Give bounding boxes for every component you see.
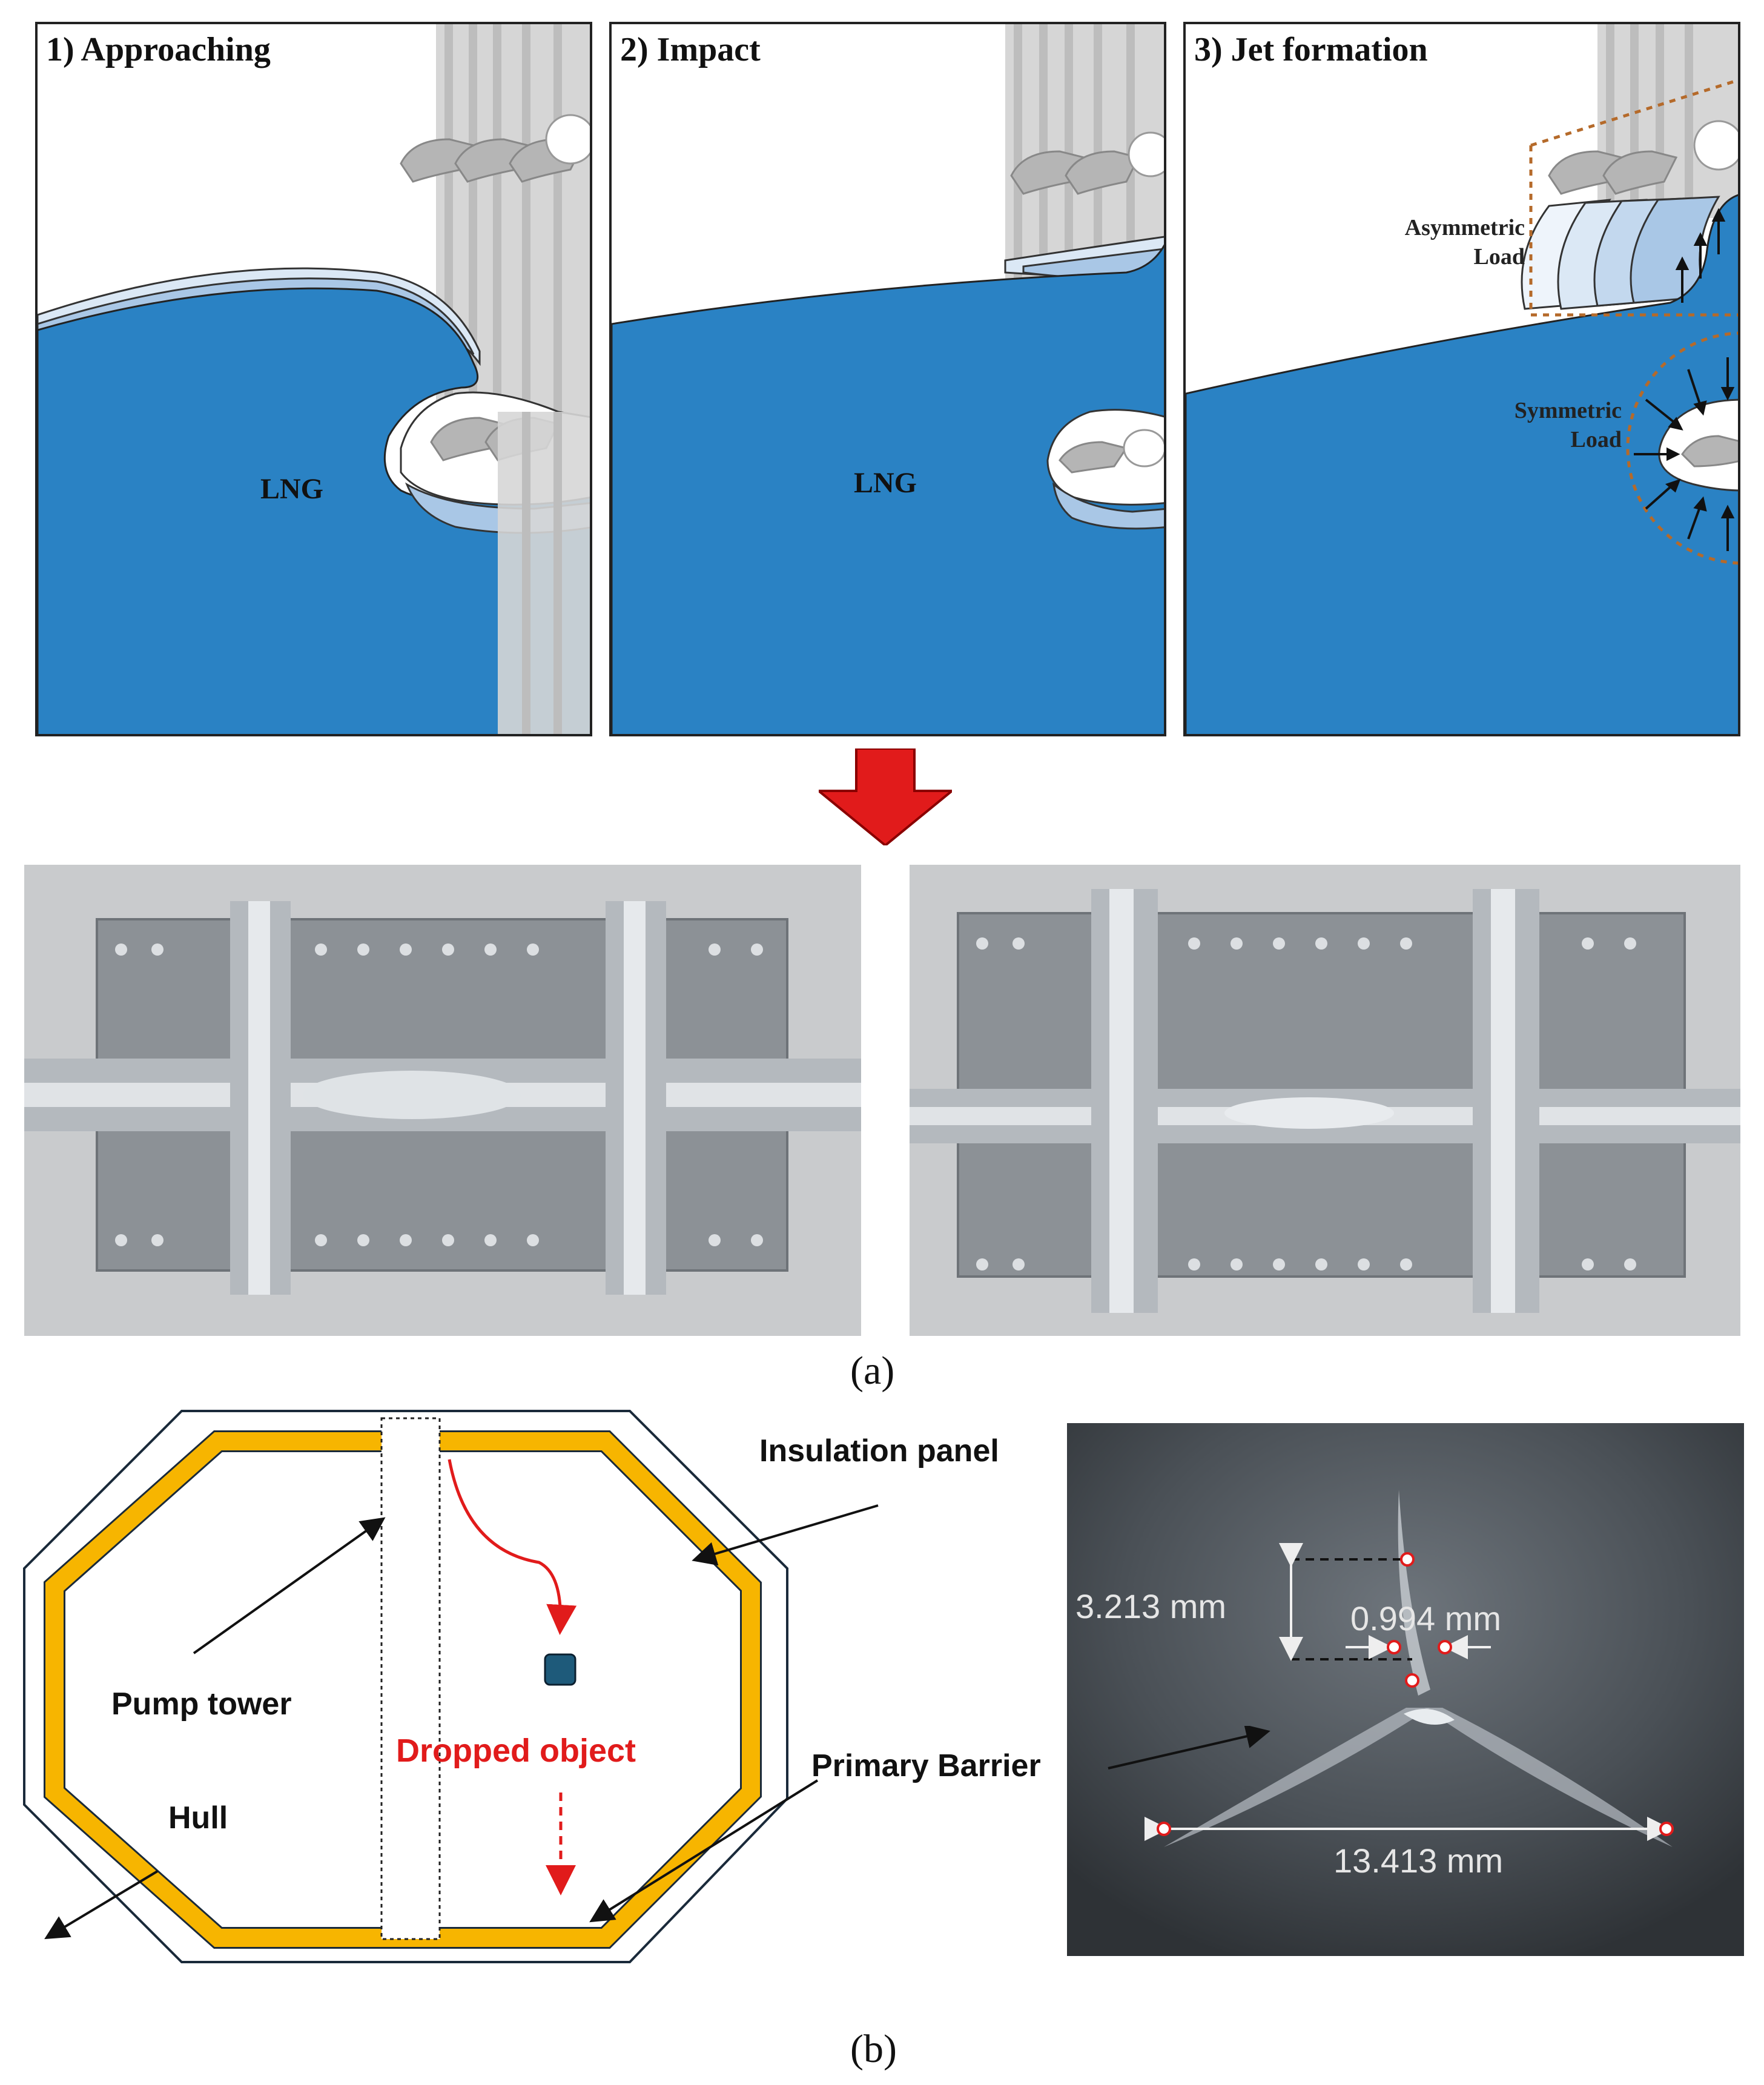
crack-measurement-photo: 3.213 mm 0.994 mm 13.413 mm [1067, 1423, 1744, 1956]
insulation-panel-band [45, 1432, 760, 1947]
tower-brackets-top [1010, 131, 1164, 195]
symmetric-label-line1: Symmetric [1514, 398, 1622, 423]
pump-tower-pointer [193, 1517, 386, 1654]
tower-brackets-top [400, 114, 590, 183]
panel-approaching: 1) Approaching LNG [35, 22, 592, 736]
primary-barrier-label: Primary Barrier [811, 1748, 1041, 1783]
asymmetric-load-arrows [1675, 208, 1726, 303]
symmetric-label-line2: Load [1570, 427, 1622, 452]
panel-title: 1) Approaching [46, 31, 271, 68]
panel-jet-formation: 3) Jet formation Asymmetric Load Symmetr… [1183, 22, 1740, 736]
drop-path-arrow [448, 1459, 577, 1635]
panel-impact: 2) Impact LNG [609, 22, 1166, 736]
asymmetric-load-label: Asymmetric Load [1367, 213, 1525, 271]
symmetric-load-arrows [1634, 357, 1735, 551]
hull-label: Hull [168, 1800, 228, 1836]
panel-title: 2) Impact [620, 31, 761, 68]
lng-body [612, 244, 1164, 734]
insulation-panel-pointer [692, 1504, 879, 1566]
lng-label: LNG [854, 467, 917, 499]
approaching-wave-illustration [38, 24, 590, 734]
gap-measurement: 0.994 mm [1350, 1599, 1501, 1637]
symmetric-load-region [1626, 331, 1738, 565]
damaged-membrane-photo-right [910, 865, 1740, 1336]
damaged-membrane-photo-left [24, 865, 861, 1336]
pump-tower-outline [380, 1417, 441, 1940]
pump-tower-label: Pump tower [111, 1687, 292, 1722]
caption-b: (b) [850, 2027, 897, 2071]
impact-wave-illustration [612, 24, 1164, 734]
dropped-object-icon [544, 1653, 576, 1686]
down-arrow-icon [819, 748, 952, 845]
hull-pointer [44, 1870, 159, 1940]
primary-barrier-pointer [589, 1779, 819, 1923]
caption-a: (a) [850, 1349, 895, 1393]
symmetric-load-label: Symmetric Load [1464, 396, 1622, 454]
asymmetric-label-line1: Asymmetric [1404, 215, 1525, 240]
asymmetric-label-line2: Load [1473, 244, 1525, 269]
dropped-object-label: Dropped object [396, 1733, 636, 1769]
asymmetric-load-region [1529, 78, 1738, 317]
hull-outline [23, 1410, 788, 1963]
panel-title: 3) Jet formation [1194, 31, 1428, 68]
barrier-photo-pointer [1108, 1726, 1270, 1769]
tank-cross-section-diagram [23, 1410, 879, 1963]
width-measurement: 13.413 mm [1333, 1842, 1504, 1880]
jet-formation-illustration [1186, 24, 1738, 734]
lng-label: LNG [260, 473, 324, 505]
height-measurement: 3.213 mm [1075, 1587, 1226, 1625]
insulation-panel-label: Insulation panel [759, 1433, 999, 1469]
